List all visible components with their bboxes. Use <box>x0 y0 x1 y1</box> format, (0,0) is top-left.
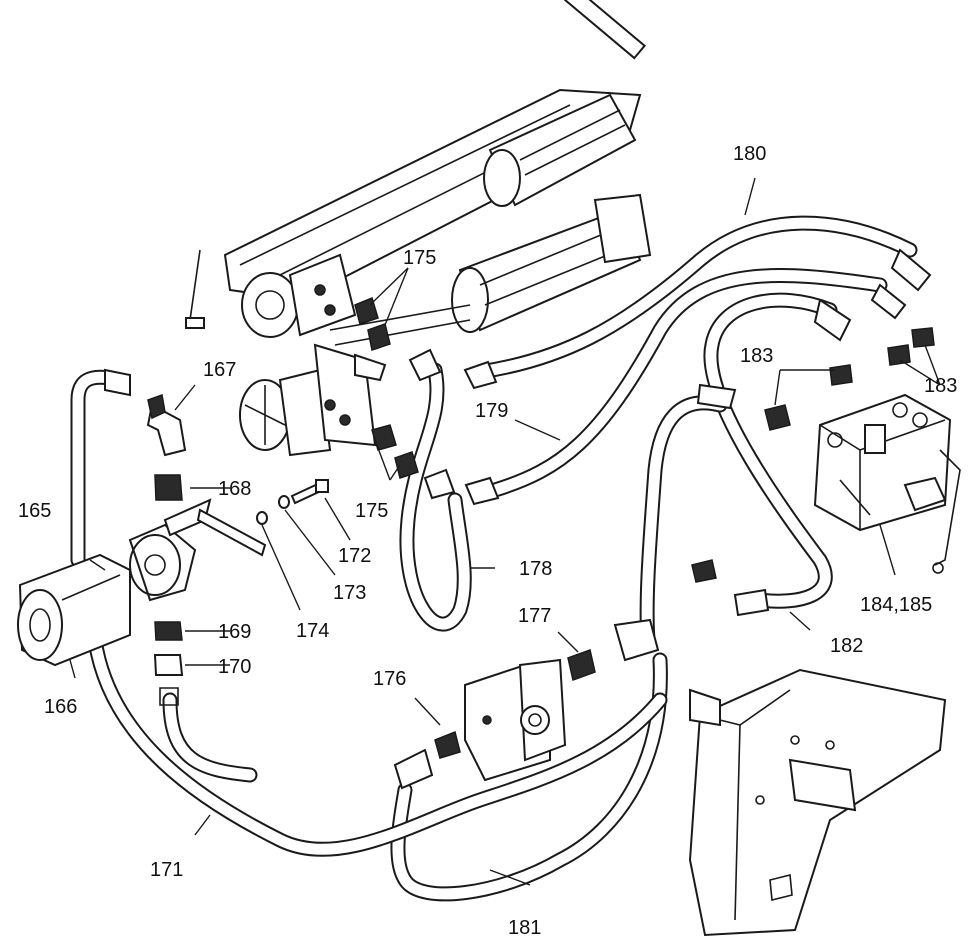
callout-177: 177 <box>518 605 551 627</box>
callout-183-left: 183 <box>740 345 773 367</box>
elbow-167 <box>104 368 187 457</box>
callout-179: 179 <box>475 400 508 422</box>
adapter-168 <box>154 474 183 501</box>
filter-head <box>128 498 212 602</box>
callout-labels: 180 175 179 167 183 183 168 175 165 172 … <box>18 143 957 939</box>
hose-180 <box>472 215 918 380</box>
callout-170: 170 <box>218 656 251 678</box>
fitting-182-plug <box>691 559 717 583</box>
cylinder-upper <box>483 93 637 207</box>
callout-180: 180 <box>733 143 766 165</box>
hose-171 <box>87 632 668 857</box>
hose-178 <box>399 362 472 632</box>
upper-motor <box>241 253 357 338</box>
callout-171: 171 <box>150 859 183 881</box>
callout-176: 176 <box>373 668 406 690</box>
hose-suction <box>162 692 258 783</box>
gear-pump <box>464 658 567 782</box>
nut-170 <box>153 654 184 706</box>
callout-173: 173 <box>333 582 366 604</box>
cylinder-lower <box>451 193 652 333</box>
shaft <box>329 304 471 346</box>
callout-169: 169 <box>218 621 251 643</box>
callout-183-right: 183 <box>924 375 957 397</box>
hose-165 <box>70 369 118 568</box>
callout-175-upper: 175 <box>403 247 436 269</box>
hydraulic-motor <box>239 343 387 457</box>
fitting-177 <box>567 649 596 681</box>
oil-filter <box>17 553 131 667</box>
fittings-183 <box>764 327 935 431</box>
callout-168: 168 <box>218 478 251 500</box>
adapter-169 <box>154 621 183 641</box>
callout-178: 178 <box>519 558 552 580</box>
leader-lines <box>69 177 941 886</box>
callout-172: 172 <box>338 545 371 567</box>
callout-167: 167 <box>203 359 236 381</box>
control-valve <box>813 393 961 574</box>
callout-182: 182 <box>830 635 863 657</box>
callout-181: 181 <box>508 917 541 939</box>
fitting-175-lower <box>371 424 419 479</box>
hose-elbows <box>393 248 932 790</box>
fitting-175-upper <box>354 296 391 351</box>
bracket-174 <box>196 508 267 557</box>
callout-174: 174 <box>296 620 329 642</box>
washers-173 <box>256 495 290 525</box>
pto-gearbox <box>688 668 947 937</box>
callout-165: 165 <box>18 500 51 522</box>
fitting-176 <box>434 730 461 759</box>
bolt-172 <box>290 479 329 505</box>
callout-184-185: 184,185 <box>860 594 932 616</box>
callout-175-lower: 175 <box>355 500 388 522</box>
hose-179 <box>487 267 888 498</box>
hose-181 <box>390 395 728 902</box>
callout-166: 166 <box>44 696 77 718</box>
hose-182 <box>703 292 838 609</box>
